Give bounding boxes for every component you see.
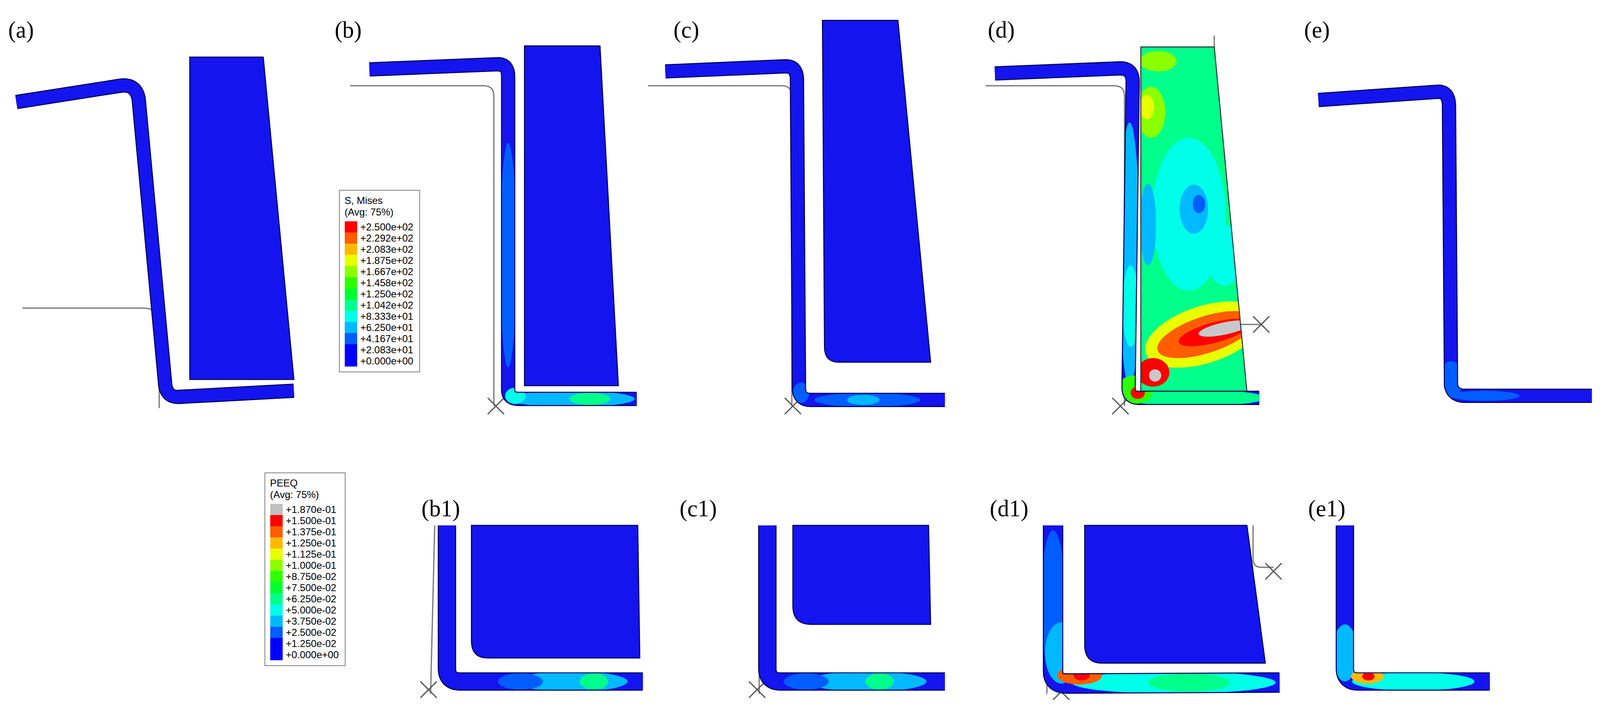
legend-swatch	[344, 310, 358, 322]
legend-value: +1.870e-01	[285, 504, 337, 516]
legend-value: +0.000e+00	[285, 649, 339, 661]
legend-row: +8.333e+01	[344, 310, 414, 322]
legend-row: +1.667e+02	[344, 266, 414, 278]
legend-row: +1.375e-01	[270, 526, 339, 538]
legend-swatch	[270, 638, 283, 650]
legend-value: +1.667e+02	[360, 266, 414, 278]
legend-value: +8.750e-02	[285, 571, 337, 583]
legend-swatch	[344, 344, 358, 356]
legend-row: +1.250e+02	[344, 288, 414, 300]
legend-swatch	[270, 604, 283, 616]
legend-value: +2.500e+02	[360, 221, 414, 233]
legend-swatch	[344, 299, 358, 311]
legend-swatch	[344, 277, 358, 289]
legend-row: +8.750e-02	[270, 571, 339, 583]
legend-value: +2.500e-02	[285, 627, 337, 639]
legend-scale: +1.870e-01+1.500e-01+1.375e-01+1.250e-01…	[270, 504, 339, 661]
legend-value: +1.875e+02	[360, 254, 414, 267]
legend-row: +5.000e-02	[270, 604, 339, 616]
legend-box: S, Mises(Avg: 75%)+2.500e+02+2.292e+02+2…	[338, 189, 421, 373]
legend-swatch	[344, 355, 358, 367]
legend-value: +1.500e-01	[285, 515, 337, 527]
panel-label: (d1)	[989, 497, 1029, 521]
legend-swatch	[344, 232, 358, 244]
legend-row: +1.000e-01	[270, 559, 339, 572]
legend-value: +2.292e+02	[360, 232, 414, 244]
legend-row: +2.292e+02	[344, 232, 414, 244]
legend-swatch	[270, 627, 283, 639]
legend-row: +4.167e+01	[344, 333, 414, 345]
legend-value: +6.250e+01	[360, 321, 414, 334]
legend-value: +1.250e+02	[360, 288, 414, 300]
legend-value: +0.000e+00	[360, 355, 414, 367]
legend-row: +0.000e+00	[270, 649, 339, 661]
legend-swatch	[270, 649, 283, 661]
legend-value: +1.042e+02	[360, 299, 414, 311]
legend-row: +1.458e+02	[344, 277, 414, 289]
legend-row: +7.500e-02	[270, 582, 339, 594]
legend-row: +1.125e-01	[270, 548, 339, 560]
legend-value: +1.000e-01	[285, 559, 337, 572]
legend-row: +0.000e+00	[344, 355, 414, 367]
panel-label: (a)	[8, 18, 34, 42]
legend-heading: (Avg: 75%)	[270, 489, 339, 501]
legend-row: +6.250e+01	[344, 321, 414, 334]
legend-value: +6.250e-02	[285, 593, 337, 605]
legend-row: +1.500e-01	[270, 515, 339, 527]
legend-swatch	[344, 221, 358, 233]
panel-label: (d)	[987, 18, 1015, 42]
legend-value: +2.083e+02	[360, 243, 414, 255]
panel-label: (b1)	[421, 497, 460, 521]
legend-swatch	[270, 571, 283, 583]
panel-label: (c1)	[679, 497, 717, 521]
legend-swatch	[270, 548, 283, 560]
panel-label: (e1)	[1308, 497, 1346, 521]
legend-swatch	[270, 504, 283, 516]
legend-swatch	[344, 288, 358, 300]
legend-value: +1.458e+02	[360, 277, 414, 289]
legend-swatch	[270, 593, 283, 605]
legend-swatch	[344, 254, 358, 267]
legend-swatch	[344, 333, 358, 345]
legend-scale: +2.500e+02+2.292e+02+2.083e+02+1.875e+02…	[344, 221, 414, 367]
legend-swatch	[344, 243, 358, 255]
legend-box: PEEQ(Avg: 75%) +1.870e-01+1.500e-01+1.375…	[264, 472, 346, 667]
legend-row: +2.083e+02	[344, 243, 414, 255]
legend-swatch	[270, 515, 283, 527]
legend-row: +1.042e+02	[344, 299, 414, 311]
legend-heading: S, Mises	[344, 194, 414, 207]
legend-row: +1.250e-01	[270, 537, 339, 549]
legend-row: +2.083e+01	[344, 344, 414, 356]
legend-row: +2.500e-02	[270, 627, 339, 639]
legend-value: +2.083e+01	[360, 344, 414, 356]
legend-value: +1.250e-01	[285, 537, 337, 549]
legend-swatch	[344, 321, 358, 334]
legend-swatch	[270, 615, 283, 628]
legend-swatch	[270, 582, 283, 594]
legend-heading: (Avg: 75%)	[344, 206, 414, 219]
legend-swatch	[344, 266, 358, 278]
legend-value: +4.167e+01	[360, 333, 414, 345]
legend-row: +1.870e-01	[270, 504, 339, 516]
legend-heading: PEEQ	[270, 477, 339, 490]
legend-value: +1.125e-01	[285, 548, 337, 560]
legend-row: +1.250e-02	[270, 638, 339, 650]
legend-row: +2.500e+02	[344, 221, 414, 233]
panel-label: (c)	[673, 18, 700, 42]
legend-swatch	[270, 526, 283, 538]
panel-label: (b)	[334, 18, 362, 42]
legend-swatch	[270, 559, 283, 572]
legend-value: +1.375e-01	[285, 526, 337, 538]
legend-row: +1.875e+02	[344, 254, 414, 267]
legend-value: +3.750e-02	[285, 615, 337, 628]
legend-swatch	[270, 537, 283, 549]
panel-label: (e)	[1304, 18, 1330, 42]
legend-value: +8.333e+01	[360, 310, 414, 322]
legend-value: +1.250e-02	[285, 638, 337, 650]
legend-value: +5.000e-02	[285, 604, 337, 616]
legend-value: +7.500e-02	[285, 582, 337, 594]
legend-row: +3.750e-02	[270, 615, 339, 628]
legend-row: +6.250e-02	[270, 593, 339, 605]
